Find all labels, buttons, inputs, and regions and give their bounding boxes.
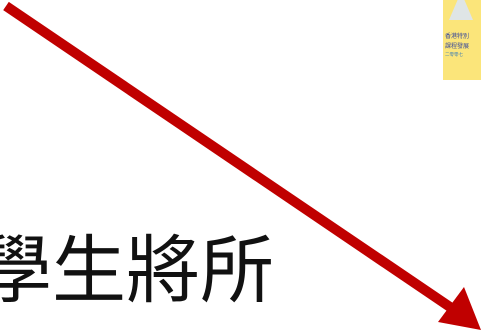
cover-title-line-1: 香港特別 (445, 33, 470, 40)
cover-date-line: 二零零七 (445, 53, 463, 58)
arrow-head (438, 287, 481, 330)
heading-text: 學生將所 (0, 228, 274, 314)
cover-triangle-graphic (449, 0, 473, 20)
cover-triangle-edge (443, 0, 481, 24)
cover-title-line-2: 課程發展 (445, 43, 470, 50)
book-cover-thumbnail: 香港特別 課程發展 二零零七 (443, 0, 481, 80)
